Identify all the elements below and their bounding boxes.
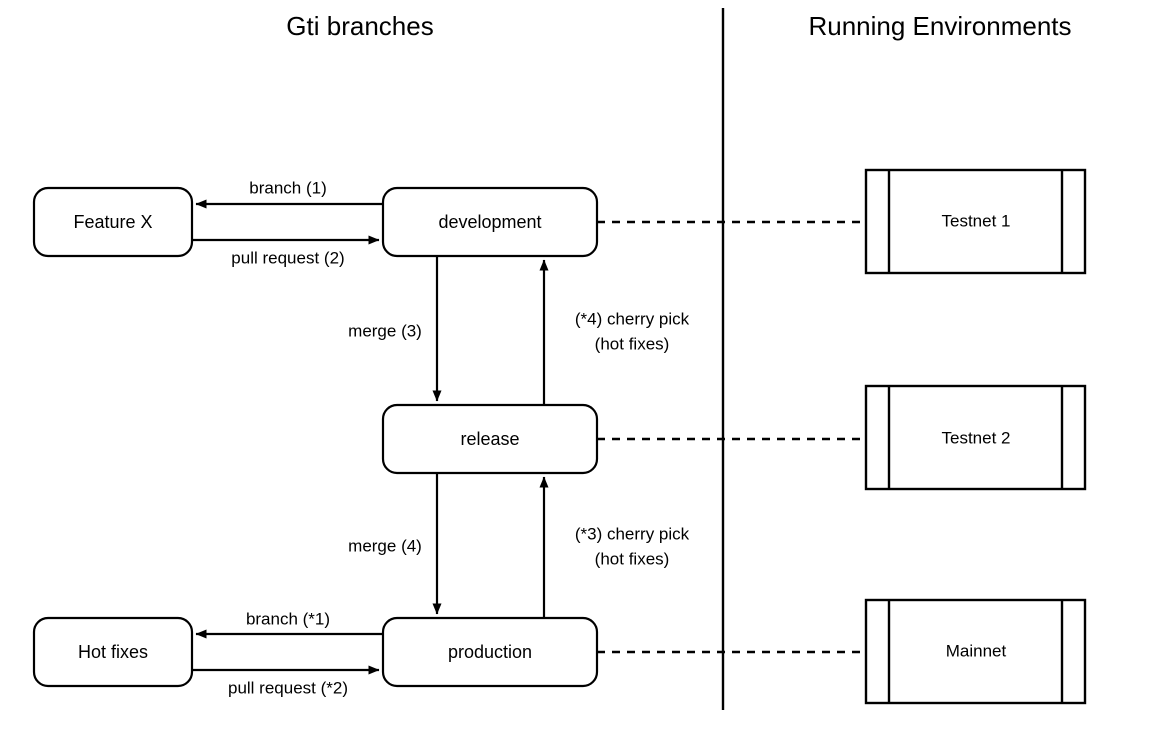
node-mainnet-shape[interactable] <box>864 598 1087 705</box>
node-development-shape[interactable] <box>381 186 599 258</box>
node-feature-x[interactable]: Feature X <box>32 186 194 258</box>
node-production-label: production <box>448 642 532 662</box>
edge-label-pull-request-star-2: pull request (*2) <box>228 678 348 697</box>
node-development-label: development <box>438 212 541 232</box>
edge-label-merge-4: merge (4) <box>348 536 422 555</box>
edge-label-merge-3: merge (3) <box>348 321 422 340</box>
node-mainnet-label: Mainnet <box>946 641 1007 660</box>
node-testnet-1-label: Testnet 1 <box>942 211 1011 230</box>
edge-label-cherry-pick-4-line2: (hot fixes) <box>595 334 670 353</box>
node-testnet-1[interactable]: Testnet 1 <box>864 168 1087 275</box>
node-hot-fixes-label: Hot fixes <box>78 642 148 662</box>
node-feature-x-shape[interactable] <box>32 186 194 258</box>
node-release-shape[interactable] <box>381 403 599 475</box>
edge-label-cherry-pick-3: (*3) cherry pick <box>575 524 690 543</box>
node-release-label: release <box>460 429 519 449</box>
edge-label-pull-request-2: pull request (2) <box>231 248 344 267</box>
node-testnet-2-shape[interactable] <box>864 384 1087 491</box>
node-mainnet[interactable]: Mainnet <box>864 598 1087 705</box>
edge-label-cherry-pick-3-line2: (hot fixes) <box>595 549 670 568</box>
node-production[interactable]: production <box>381 616 599 688</box>
node-testnet-2-label: Testnet 2 <box>942 428 1011 447</box>
edge-label-cherry-pick-4: (*4) cherry pick <box>575 309 690 328</box>
node-hot-fixes[interactable]: Hot fixes <box>32 616 194 688</box>
node-testnet-2[interactable]: Testnet 2 <box>864 384 1087 491</box>
node-production-shape[interactable] <box>381 616 599 688</box>
node-release[interactable]: release <box>381 403 599 475</box>
edge-label-branch-1: branch (1) <box>249 178 326 197</box>
edge-label-branch-star-1: branch (*1) <box>246 609 330 628</box>
column-title-right: Running Environments <box>808 11 1071 41</box>
node-feature-x-label: Feature X <box>73 212 152 232</box>
node-hot-fixes-shape[interactable] <box>32 616 194 688</box>
column-title-left: Gti branches <box>286 11 433 41</box>
node-testnet-1-shape[interactable] <box>864 168 1087 275</box>
node-development[interactable]: development <box>381 186 599 258</box>
